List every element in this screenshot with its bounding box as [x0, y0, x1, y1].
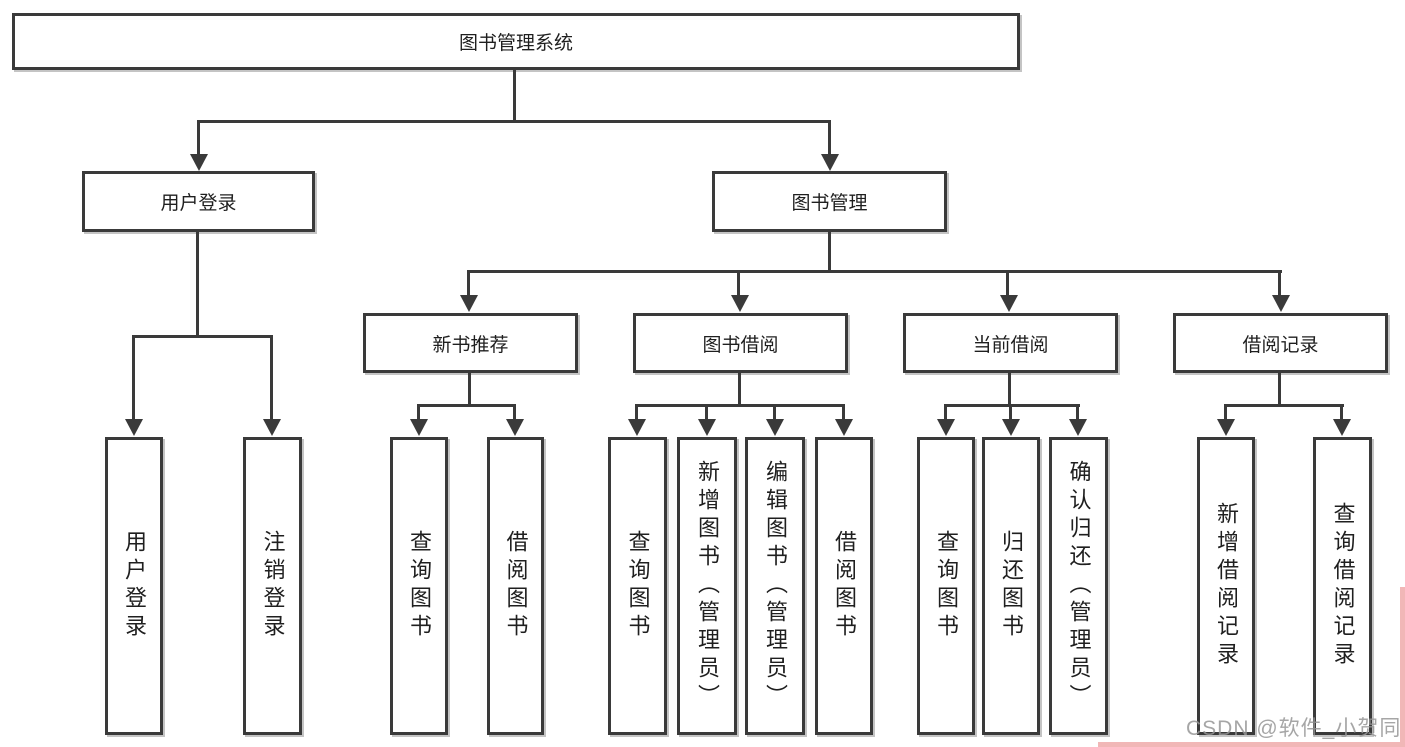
connector-line [132, 335, 273, 338]
leaf-query-books-current: 查询图书 [917, 437, 975, 735]
leaf-label: 确认归还（管理员） [1066, 460, 1092, 712]
connector-line [417, 404, 516, 407]
arrowhead-icon [1069, 419, 1087, 436]
leaf-edit-books-admin: 编辑图书（管理员） [745, 437, 805, 735]
arrowhead-icon [937, 419, 955, 436]
node-new-book-recommend: 新书推荐 [363, 313, 578, 373]
arrowhead-icon [190, 154, 208, 171]
connector-line [773, 404, 776, 421]
connector-line [468, 372, 471, 406]
leaf-borrow-books: 借阅图书 [815, 437, 873, 735]
connector-line [197, 120, 200, 156]
connector-line [738, 372, 741, 406]
arrowhead-icon [1217, 419, 1235, 436]
arrowhead-icon [125, 419, 143, 436]
connector-line [1278, 372, 1281, 406]
node-label: 当前借阅 [972, 334, 1049, 356]
leaf-logout: 注销登录 [243, 437, 302, 735]
arrowhead-icon [410, 419, 428, 436]
leaf-label: 编辑图书（管理员） [763, 460, 788, 712]
connector-line [132, 335, 135, 421]
node-current-borrowing: 当前借阅 [903, 313, 1118, 373]
connector-line [828, 120, 831, 156]
connector-line [1008, 372, 1011, 406]
leaf-label: 查询图书 [934, 530, 959, 642]
leaf-query-books-borrow: 查询图书 [608, 437, 667, 735]
leaf-label: 归还图书 [999, 530, 1024, 642]
connector-line [737, 270, 740, 297]
connector-line [270, 335, 273, 421]
connector-line [635, 404, 638, 421]
arrowhead-icon [698, 419, 716, 436]
arrowhead-icon [835, 419, 853, 436]
leaf-return-books: 归还图书 [982, 437, 1040, 735]
node-label: 图书管理系统 [458, 33, 573, 54]
leaf-confirm-return-admin: 确认归还（管理员） [1049, 437, 1108, 735]
arrowhead-icon [506, 419, 524, 436]
arrowhead-icon [1000, 295, 1018, 312]
leaf-label: 新增借阅记录 [1214, 502, 1239, 670]
node-label: 图书管理 [791, 193, 868, 214]
connector-line [944, 404, 1080, 407]
arrowhead-icon [628, 419, 646, 436]
leaf-label: 注销登录 [260, 530, 286, 642]
connector-line [513, 404, 516, 421]
leaf-query-borrow-record: 查询借阅记录 [1313, 437, 1372, 735]
node-borrow-records: 借阅记录 [1173, 313, 1388, 373]
connector-line [1340, 404, 1343, 421]
node-user-login: 用户登录 [82, 171, 315, 232]
node-label: 新书推荐 [432, 334, 509, 356]
connector-line [842, 404, 845, 421]
arrowhead-icon [1333, 419, 1351, 436]
connector-line [198, 120, 831, 123]
pink-accent-right [1400, 587, 1405, 747]
node-library-management-system: 图书管理系统 [12, 13, 1020, 70]
connector-line [1009, 404, 1012, 421]
connector-line [635, 404, 845, 407]
connector-line [196, 232, 199, 336]
arrowhead-icon [731, 295, 749, 312]
leaf-label: 查询借阅记录 [1330, 502, 1356, 670]
arrowhead-icon [1272, 295, 1290, 312]
arrowhead-icon [1002, 419, 1020, 436]
connector-line [1006, 270, 1009, 297]
leaf-user-login: 用户登录 [105, 437, 163, 735]
arrowhead-icon [821, 154, 839, 171]
node-label: 借阅记录 [1242, 334, 1319, 356]
leaf-label: 新增图书（管理员） [695, 460, 720, 712]
connector-line [1224, 404, 1227, 421]
node-label: 用户登录 [160, 193, 237, 214]
connector-line [1278, 270, 1281, 297]
leaf-add-borrow-record: 新增借阅记录 [1197, 437, 1255, 735]
leaf-borrow-books-recommend: 借阅图书 [487, 437, 544, 735]
csdn-watermark: CSDN @软件_小贺同学 [1186, 717, 1405, 740]
leaf-label: 借阅图书 [832, 530, 857, 642]
leaf-query-books-recommend: 查询图书 [390, 437, 448, 735]
connector-line [1224, 404, 1344, 407]
connector-line [828, 231, 831, 272]
node-book-management: 图书管理 [712, 171, 947, 232]
node-book-borrowing: 图书借阅 [633, 313, 848, 373]
arrowhead-icon [766, 419, 784, 436]
leaf-label: 查询图书 [625, 530, 651, 642]
leaf-label: 用户登录 [122, 530, 147, 642]
leaf-label: 借阅图书 [503, 530, 529, 642]
connector-line [705, 404, 708, 421]
connector-line [944, 404, 947, 421]
connector-line [467, 270, 470, 297]
connector-line [417, 404, 420, 421]
connector-line [1076, 404, 1079, 421]
node-label: 图书借阅 [702, 334, 779, 356]
arrowhead-icon [263, 419, 281, 436]
leaf-add-books-admin: 新增图书（管理员） [677, 437, 737, 735]
leaf-label: 查询图书 [407, 530, 432, 642]
connector-line [467, 270, 1282, 273]
pink-accent-bottom [1098, 742, 1405, 747]
arrowhead-icon [460, 295, 478, 312]
connector-line [513, 70, 516, 122]
